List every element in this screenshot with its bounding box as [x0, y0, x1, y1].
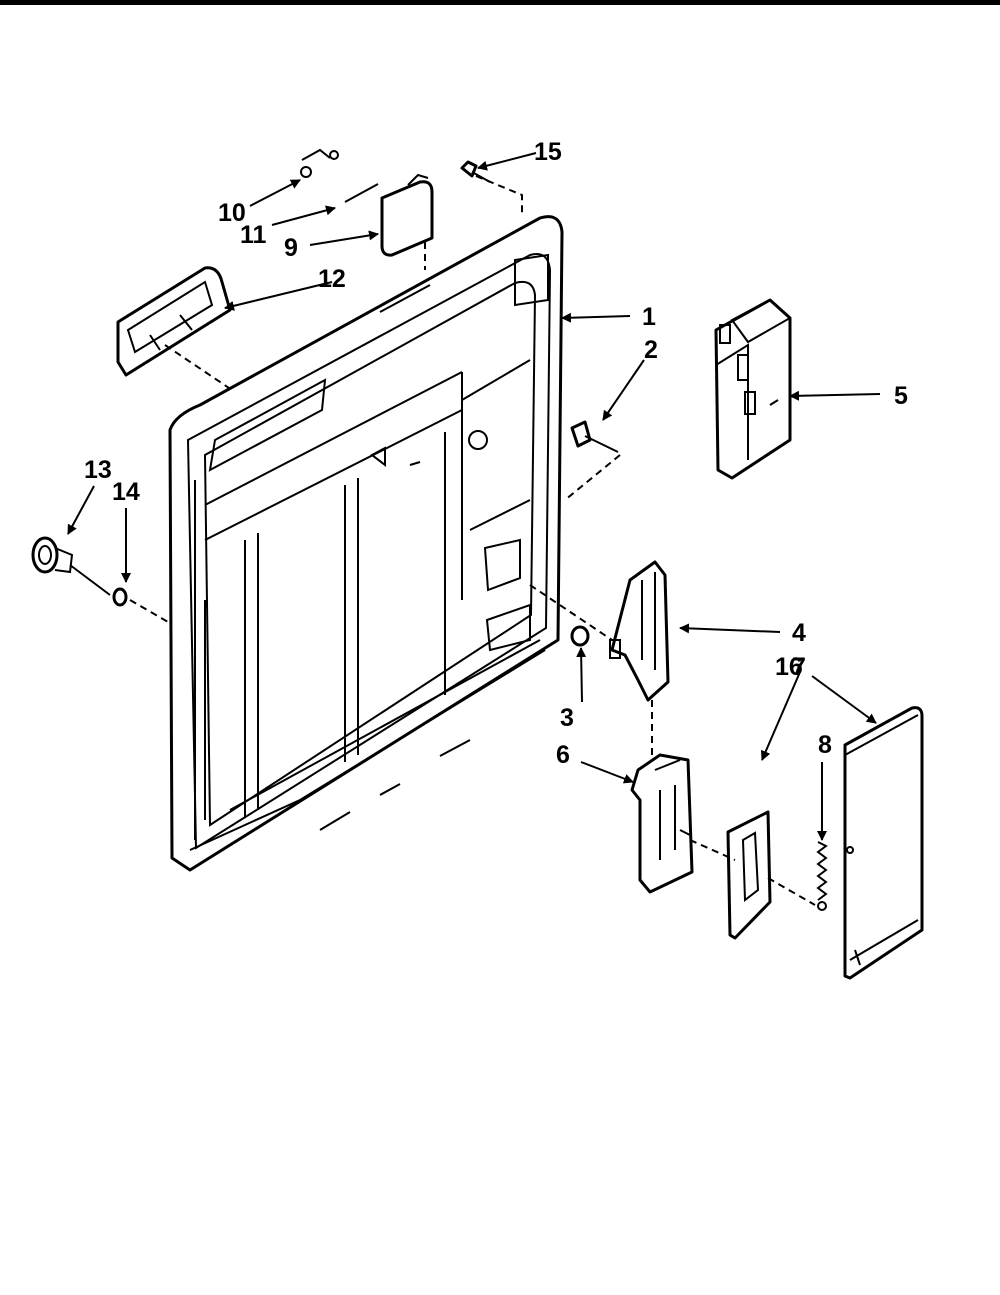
callout-3: 3 — [560, 704, 574, 732]
callout-16: 16 — [775, 653, 803, 681]
callout-11: 11 — [240, 221, 267, 249]
callout-8: 8 — [818, 731, 832, 759]
inner-door-panel — [168, 215, 564, 872]
callout-7: 7 — [792, 653, 806, 681]
callout-4: 4 — [792, 619, 806, 647]
handle-bracket — [116, 266, 232, 377]
leader-arrows — [67, 152, 881, 841]
screw-2 — [570, 420, 619, 453]
screw-parts — [300, 148, 379, 203]
callout-1: 1 — [642, 303, 656, 331]
grommet — [570, 625, 590, 647]
cover — [380, 173, 434, 257]
latch-lever — [609, 560, 670, 702]
callout-5: 5 — [894, 382, 908, 410]
spring — [816, 841, 828, 911]
slide-plate — [726, 810, 772, 940]
callout-15: 15 — [534, 138, 562, 166]
callout-12: 12 — [318, 265, 346, 293]
strike — [630, 753, 694, 894]
knob-and-nut — [31, 536, 128, 607]
callout-14: 14 — [112, 478, 140, 506]
callout-10: 10 — [218, 199, 246, 227]
callout-9: 9 — [284, 234, 298, 262]
callout-13: 13 — [84, 456, 112, 484]
callout-2: 2 — [644, 336, 658, 364]
outer-panel — [843, 706, 924, 980]
top-border — [0, 0, 1000, 5]
callout-6: 6 — [556, 741, 570, 769]
alignment-lines — [129, 175, 816, 906]
latch-module — [714, 298, 792, 480]
